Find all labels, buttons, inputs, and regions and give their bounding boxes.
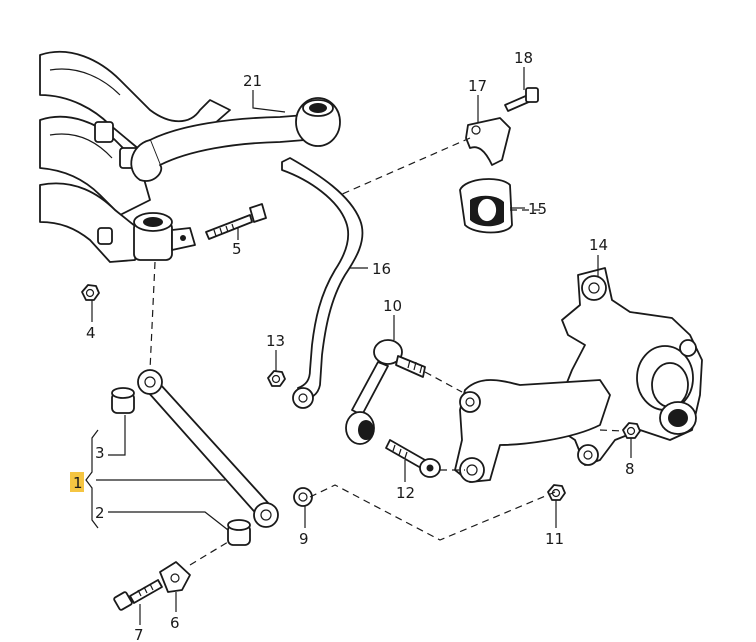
- nut-8: [622, 422, 641, 439]
- callout-16: 16: [372, 260, 391, 278]
- bushing-mount: [133, 212, 196, 261]
- track-control-link: [137, 369, 279, 528]
- callout-3: 3: [95, 444, 105, 462]
- centerline-8: [599, 429, 624, 432]
- nut-13: [267, 370, 286, 387]
- nut-4: [81, 284, 100, 301]
- leader-2: [108, 511, 229, 531]
- centerline-5: [149, 261, 156, 371]
- centerline-17-16: [339, 137, 471, 196]
- upper-control-arm: [130, 97, 341, 182]
- callout-1: 1: [73, 474, 83, 492]
- lower-spring-arm: [454, 379, 611, 483]
- group-bracket: [85, 429, 99, 529]
- centerline-6-7: [189, 541, 229, 566]
- callout-21: 21: [243, 72, 262, 90]
- callout-5: 5: [232, 240, 242, 258]
- eccentric-washer-6: [159, 561, 191, 593]
- leader-21: [252, 90, 286, 113]
- callout-7: 7: [134, 626, 144, 642]
- callout-9: 9: [299, 530, 309, 548]
- bushing-2: [227, 519, 251, 546]
- callout-11: 11: [545, 530, 564, 548]
- callout-6: 6: [170, 614, 180, 632]
- bolt-7: [113, 579, 163, 611]
- callout-15: 15: [528, 200, 547, 218]
- coupling-rod: [345, 339, 426, 445]
- nut-11: [547, 484, 566, 501]
- callout-4: 4: [86, 324, 96, 342]
- bushing-3: [111, 387, 135, 414]
- stabilizer-bushing: [459, 178, 513, 234]
- callout-18: 18: [514, 49, 533, 67]
- callout-13: 13: [266, 332, 285, 350]
- callout-8: 8: [625, 460, 635, 478]
- callout-17: 17: [468, 77, 487, 95]
- callout-14: 14: [589, 236, 608, 254]
- highlight-1: [70, 472, 84, 492]
- stabilizer-bar: [281, 157, 364, 409]
- callout-12: 12: [396, 484, 415, 502]
- bolt-5: [205, 203, 267, 240]
- washer-9: [293, 487, 313, 507]
- centerline-9-11: [309, 484, 556, 541]
- leader-3: [108, 415, 126, 456]
- callout-10: 10: [383, 297, 402, 315]
- bolt-12: [385, 439, 441, 478]
- callout-2: 2: [95, 504, 105, 522]
- centerline-10: [424, 371, 463, 393]
- bracket-17: [465, 87, 539, 166]
